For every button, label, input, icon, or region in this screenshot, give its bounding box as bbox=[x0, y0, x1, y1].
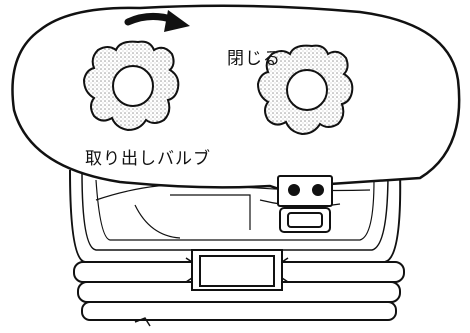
zoom-bubble bbox=[11, 4, 461, 198]
valve-knob-closed bbox=[256, 44, 354, 136]
close-label: 閉じる bbox=[227, 49, 281, 69]
appliance-body bbox=[69, 169, 405, 327]
drain-valve-label: 取り出しバルブ bbox=[85, 149, 211, 169]
valve-bracket bbox=[277, 175, 333, 233]
rotation-arrow-icon bbox=[124, 10, 190, 32]
drain-valve-knob bbox=[82, 40, 180, 132]
